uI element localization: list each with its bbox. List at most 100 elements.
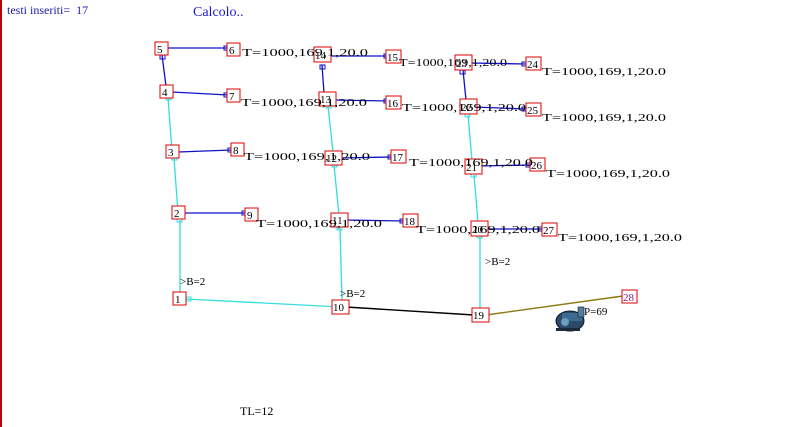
pipe-22-25[interactable] — [473, 106, 527, 110]
label-b-10: >B=2 — [340, 288, 365, 300]
svg-text:5: 5 — [157, 44, 163, 56]
node-27[interactable]: 27 — [541, 222, 558, 237]
label-pipe-17: T=1000,169,1,20.0 — [409, 157, 534, 169]
pipe-10-19[interactable] — [345, 306, 475, 316]
label-b-1: >B=2 — [180, 276, 205, 288]
pipe-21-22[interactable] — [467, 114, 473, 161]
pipe-19-28[interactable] — [485, 295, 624, 316]
left-border — [0, 0, 2, 427]
pipe-13-16[interactable] — [333, 99, 389, 102]
node-18[interactable]: 18 — [402, 213, 419, 228]
node-10[interactable]: 10 — [331, 299, 350, 315]
svg-text:14: 14 — [315, 50, 327, 62]
label-pipe-16: T=1000,169,1,20.0 — [402, 102, 527, 114]
svg-text:2: 2 — [174, 208, 180, 220]
node-11[interactable]: 11 — [330, 212, 349, 228]
label-pipe-27: T=1000,169,1,20.0 — [558, 232, 683, 244]
pipe-12-17[interactable] — [339, 156, 393, 159]
pipe-23-24[interactable] — [469, 62, 527, 65]
node-4[interactable]: 4 — [159, 84, 174, 99]
node-5[interactable]: 5 — [154, 41, 169, 56]
svg-text:6: 6 — [229, 45, 235, 57]
pipe-23-22[interactable] — [462, 69, 467, 101]
connector-markers — [159, 45, 544, 318]
pipe-5-4[interactable] — [161, 54, 167, 87]
pipe-3-8[interactable] — [177, 149, 233, 153]
node-17[interactable]: 17 — [390, 149, 407, 164]
svg-text:9: 9 — [247, 210, 253, 222]
node-16[interactable]: 16 — [385, 95, 402, 110]
status-label: testi inseriti= — [7, 3, 71, 17]
svg-text:27: 27 — [543, 225, 555, 237]
svg-text:20: 20 — [472, 224, 484, 236]
svg-text:8: 8 — [233, 145, 239, 157]
pipe-4-7[interactable] — [171, 91, 229, 96]
node-2[interactable]: 2 — [171, 205, 186, 220]
label-pipe-18: T=1000,169,1,20.0 — [416, 224, 541, 236]
status-count: 17 — [76, 3, 89, 17]
node-13[interactable]: 13 — [318, 91, 337, 107]
total-length-readout: TL=12 — [240, 404, 274, 418]
pipe-labels: T=1000,169,1,20.0 T=1000,169,1,20.0 T=10… — [180, 47, 683, 318]
svg-text:11: 11 — [332, 215, 343, 227]
svg-text:1: 1 — [175, 294, 181, 306]
pipes-main — [167, 97, 481, 310]
node-21[interactable]: 21 — [464, 158, 483, 175]
pipe-20-21[interactable] — [473, 174, 479, 223]
node-24[interactable]: 24 — [525, 56, 542, 71]
label-pipe-26: T=1000,169,1,20.0 — [546, 168, 671, 180]
pipe-14-13[interactable] — [321, 64, 325, 94]
svg-text:25: 25 — [527, 105, 539, 117]
svg-text:28: 28 — [623, 292, 635, 304]
node-7[interactable]: 7 — [226, 88, 241, 103]
node-23[interactable]: 23 — [454, 54, 473, 71]
label-pipe-6: T=1000,169,1,20.0 — [242, 47, 369, 59]
status-text: testi inseriti= 17 — [7, 3, 88, 18]
svg-text:18: 18 — [404, 216, 416, 228]
node-12[interactable]: 12 — [324, 150, 343, 166]
svg-text:26: 26 — [531, 160, 543, 172]
pipe-3-4[interactable] — [167, 97, 173, 152]
svg-text:19: 19 — [473, 310, 485, 322]
node-8[interactable]: 8 — [230, 142, 245, 157]
node-9[interactable]: 9 — [244, 207, 259, 222]
node-1[interactable]: 1 — [172, 291, 187, 306]
node-22[interactable]: 22 — [459, 98, 478, 115]
node-25[interactable]: 25 — [525, 102, 542, 117]
node-28[interactable]: 28 — [621, 289, 638, 304]
svg-text:10: 10 — [333, 302, 345, 314]
pipe-1-10[interactable] — [185, 298, 341, 308]
svg-text:24: 24 — [527, 59, 539, 71]
node-20[interactable]: 20 — [470, 220, 489, 237]
node-19[interactable]: 19 — [471, 307, 490, 323]
svg-text:23: 23 — [456, 58, 468, 70]
label-pipe-9: T=1000,169,1,20.0 — [256, 218, 383, 230]
node-3[interactable]: 3 — [165, 144, 180, 159]
svg-text:7: 7 — [229, 91, 235, 103]
node-26[interactable]: 26 — [529, 157, 546, 172]
svg-text:12: 12 — [326, 153, 337, 165]
pipe-10-11[interactable] — [339, 227, 343, 301]
node-14[interactable]: 14 — [313, 46, 332, 63]
label-pipe-25: T=1000,169,1,20.0 — [542, 112, 667, 124]
pipe-11-12[interactable] — [333, 164, 340, 216]
pipe-11-18[interactable] — [345, 219, 405, 222]
label-pump: P=69 — [584, 306, 608, 318]
svg-text:13: 13 — [320, 94, 332, 106]
pipe-12-13[interactable] — [327, 105, 334, 153]
calc-indicator: Calcolo.. — [193, 5, 244, 20]
pipe-21-26[interactable] — [477, 164, 531, 167]
node-15[interactable]: 15 — [385, 49, 402, 64]
pipe-2-3[interactable] — [173, 157, 179, 214]
label-pipe-7: T=1000,169,1,20.0 — [241, 97, 368, 109]
svg-text:4: 4 — [162, 87, 168, 99]
label-pipe-15: T=1000,169,1,20.0 — [399, 57, 508, 69]
pipes-branch — [161, 47, 542, 230]
svg-text:22: 22 — [461, 102, 472, 114]
pump-icon[interactable] — [555, 306, 585, 332]
node-6[interactable]: 6 — [226, 42, 241, 57]
svg-text:17: 17 — [392, 152, 404, 164]
label-b-20: >B=2 — [485, 256, 510, 268]
label-pipe-8: T=1000,169,1,20.0 — [244, 151, 371, 163]
